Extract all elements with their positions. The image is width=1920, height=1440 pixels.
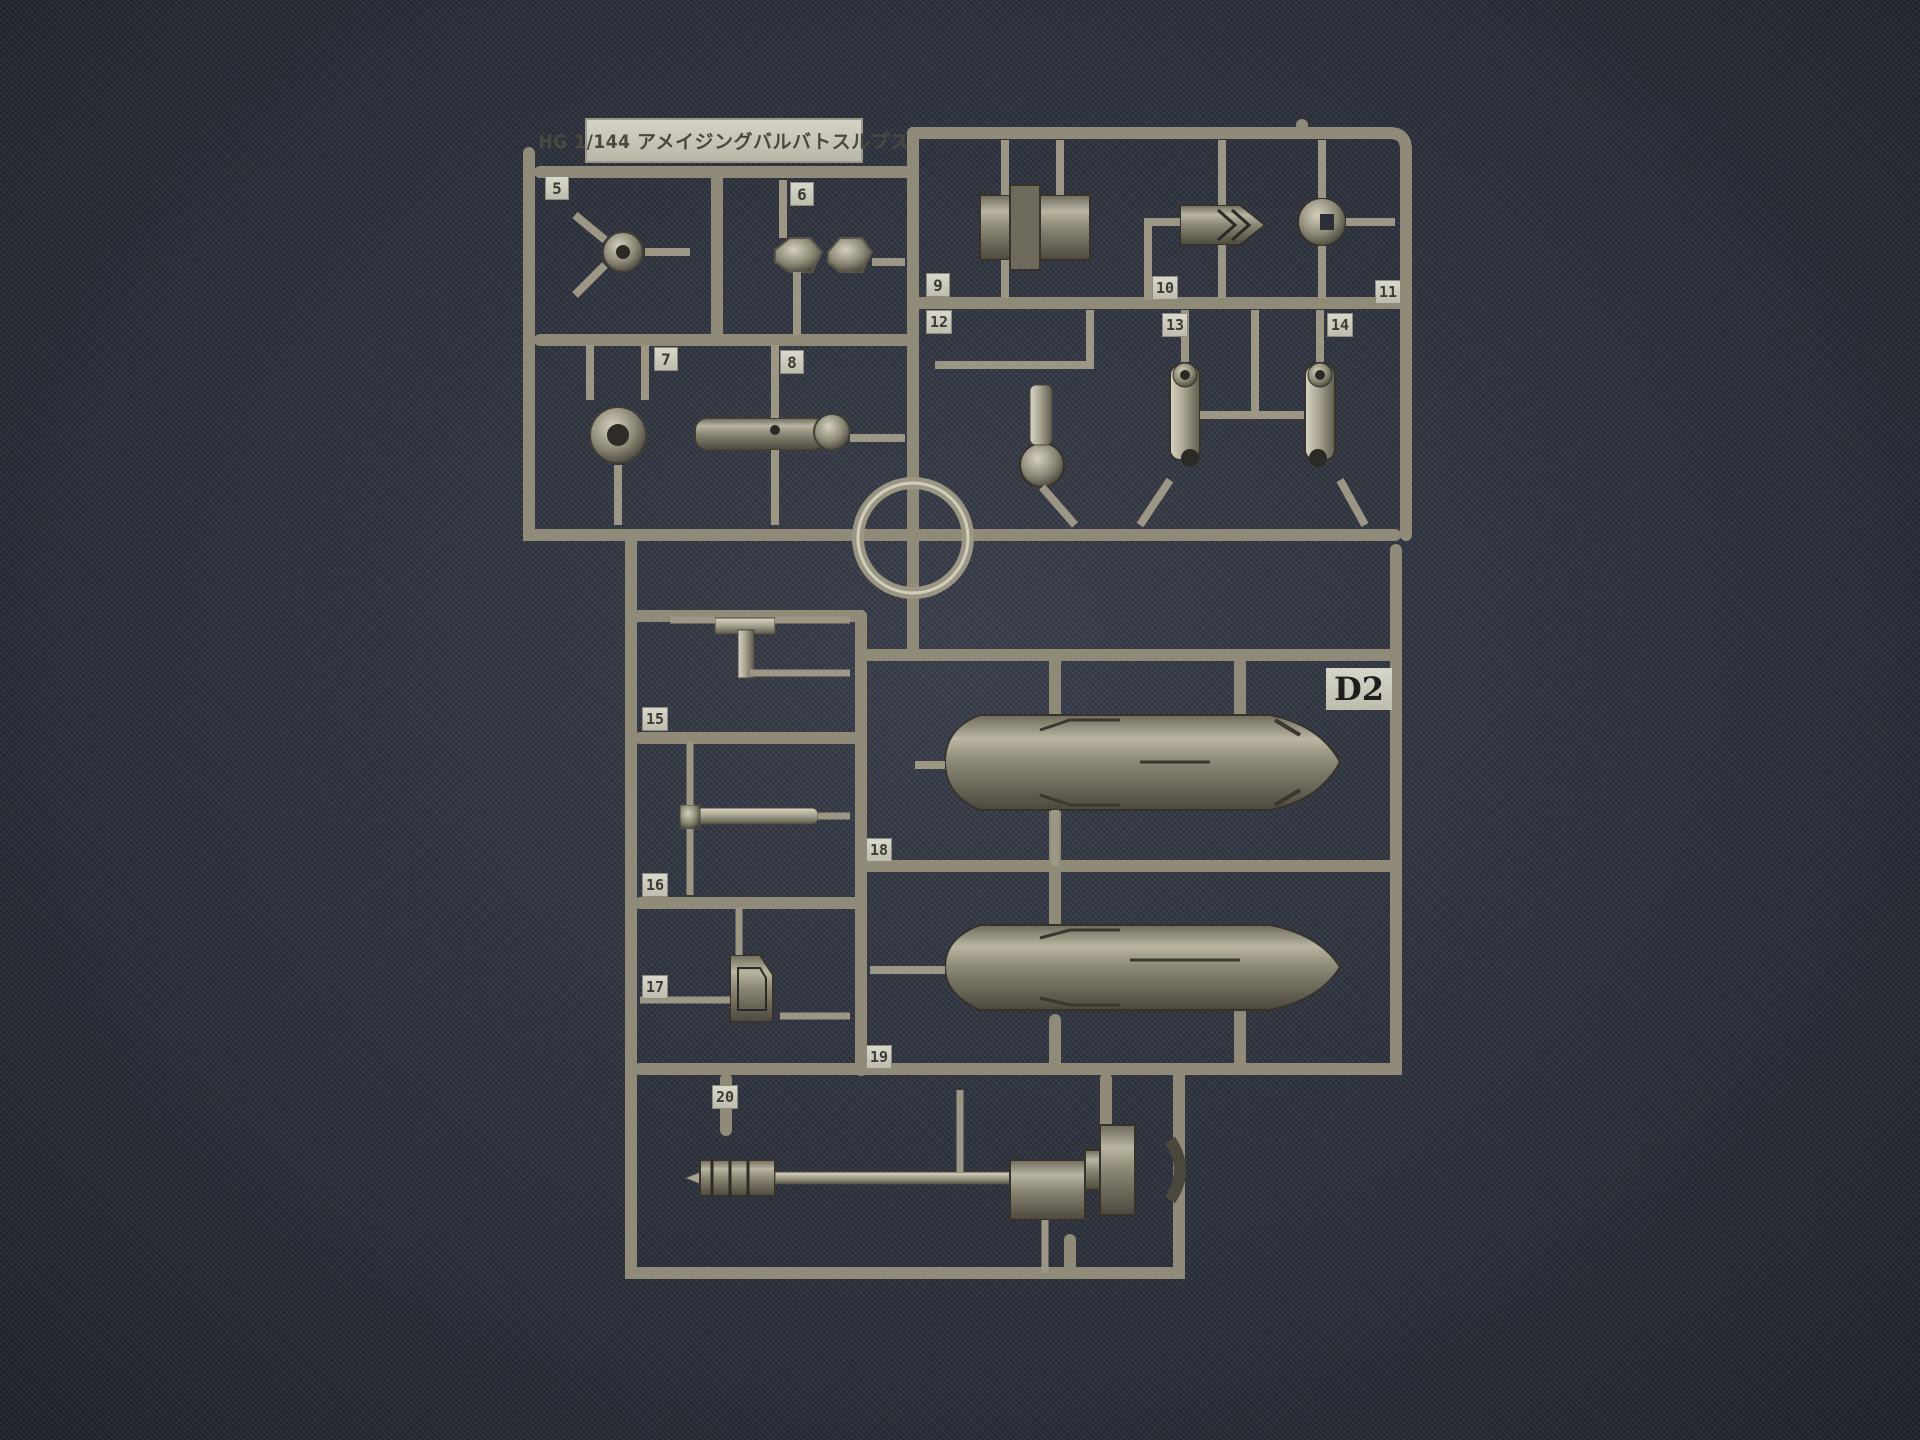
runner-title-plate: HG 1/144 アメイジングバルバトスルプス	[538, 118, 909, 163]
part-5	[572, 211, 690, 298]
part-number-tag: 6	[790, 182, 814, 206]
small-bracket-part	[670, 616, 850, 679]
part-14	[1304, 310, 1369, 527]
part-number-tag: 20	[712, 1085, 738, 1109]
part-number-tag: 17	[642, 975, 668, 999]
part-9	[979, 140, 1091, 298]
part-17	[640, 908, 850, 1023]
part-7	[586, 345, 649, 525]
part-number-tag: 8	[780, 350, 804, 374]
part-11	[1297, 140, 1395, 298]
part-number-tag: 14	[1327, 313, 1353, 337]
part-10	[1144, 140, 1267, 300]
part-number-tag: 18	[866, 838, 892, 862]
part-number-tag: 15	[642, 707, 668, 731]
part-number-tag: 13	[1162, 313, 1188, 337]
part-13	[1136, 310, 1310, 528]
part-number-tag: 5	[545, 176, 569, 200]
part-20-weapon	[683, 1090, 1186, 1273]
part-number-tag: 7	[654, 347, 678, 371]
part-number-tag: 11	[1375, 280, 1401, 304]
part-number-tag: 16	[642, 873, 668, 897]
runner-id-tag: D2	[1326, 668, 1392, 710]
part-18-pod	[915, 714, 1342, 866]
part-number-tag: 19	[866, 1045, 892, 1069]
part-number-tag: 9	[926, 273, 950, 297]
part-number-tag: 12	[926, 310, 952, 334]
part-19-pod	[870, 924, 1342, 1011]
part-12	[935, 310, 1094, 528]
part-15	[679, 742, 850, 895]
part-number-tag: 10	[1152, 276, 1178, 300]
part-6	[774, 180, 905, 335]
part-8	[694, 345, 905, 525]
